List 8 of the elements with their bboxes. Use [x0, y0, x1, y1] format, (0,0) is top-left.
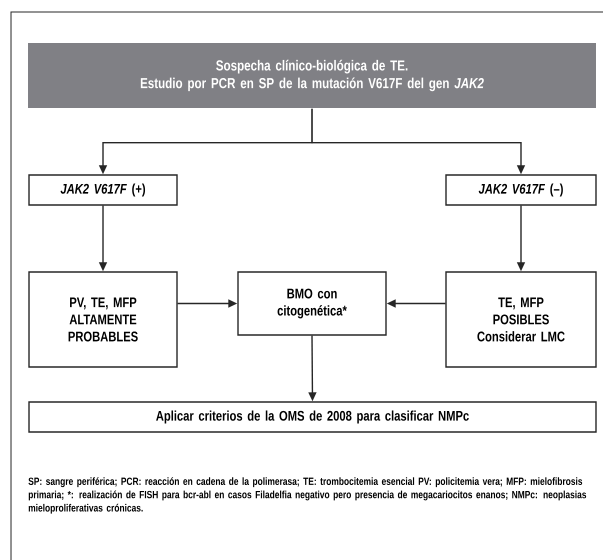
- process-box: Aplicar criterios de la OMS de 2008 para clasificar NMPc: [28, 401, 597, 433]
- result-box: JAK2 V617F (+): [28, 174, 178, 206]
- result-box: JAK2 V617F (–): [445, 174, 597, 206]
- process-box: TE, MFP POSIBLES Considerar LMC: [445, 271, 597, 368]
- process-box: BMO con citogenética*: [237, 271, 387, 336]
- header-box: Sospecha clínico-biológica de TE. Estudio por PCR en SP de la mutación V617F del gen JAK2: [28, 43, 596, 108]
- footnote: SP: sangre periférica; PCR: reacción en cadena de la polimerasa; TE: trombocitemia esencial PV: policitemia vera; MFP: mielofibrosis primaria; *: realización de FISH para bcr-abl en casos Filadelfia negativo pero presencia de megacariocitos enanos; NMPc: neoplasias mieloproliferativas crónicas.: [28, 477, 586, 514]
- process-box: PV, TE, MFP ALTAMENTE PROBABLES: [28, 271, 178, 368]
